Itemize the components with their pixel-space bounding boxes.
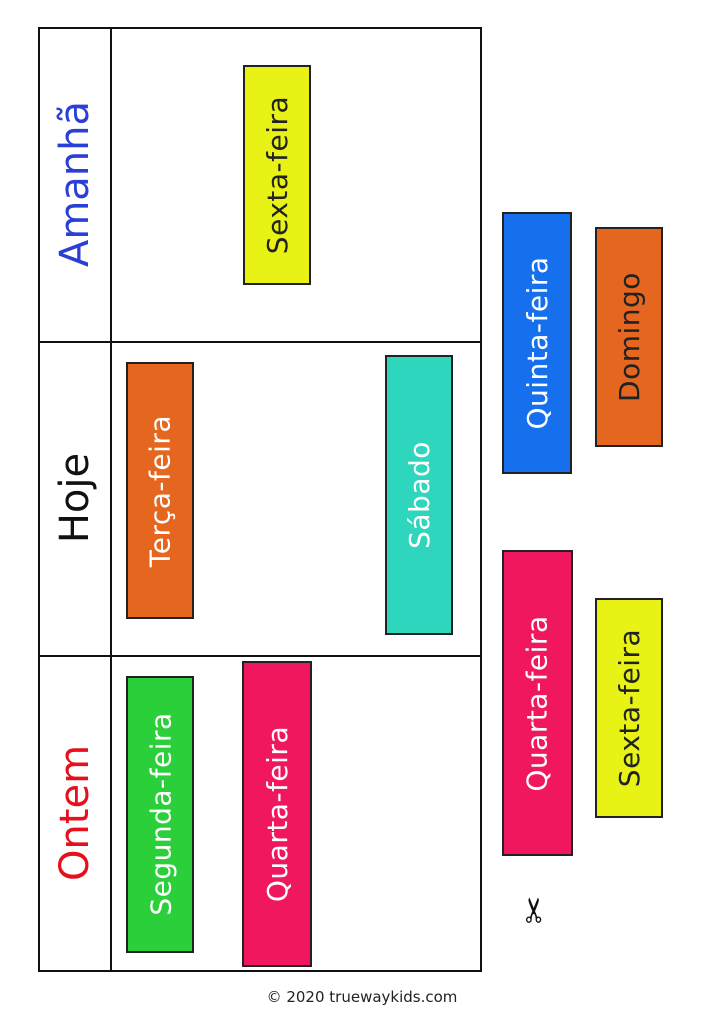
cutout-domingo[interactable] — [595, 227, 663, 447]
copyright-footer: © 2020 truewaykids.com — [266, 988, 458, 1006]
row-divider-2 — [38, 655, 482, 657]
card-sexta-amanha[interactable] — [243, 65, 311, 285]
header-hoje: Hoje — [47, 341, 103, 655]
header-amanha-label: Amanhã — [52, 100, 98, 268]
cutout-sexta[interactable] — [595, 598, 663, 818]
row-divider-1 — [38, 341, 482, 343]
header-hoje-label: Hoje — [52, 452, 98, 544]
card-segunda-ontem-label: Segunda-feira — [144, 712, 177, 916]
cutout-quinta[interactable] — [502, 212, 572, 474]
card-sabado-hoje[interactable] — [385, 355, 453, 635]
cutout-domingo-label: Domingo — [612, 272, 646, 402]
card-quarta-ontem-label: Quarta-feira — [260, 725, 294, 903]
card-sabado-hoje-label: Sábado — [402, 441, 436, 549]
cutout-sexta-label: Sexta-feira — [612, 628, 646, 788]
header-ontem: Ontem — [47, 656, 103, 970]
cutout-quarta[interactable] — [502, 550, 573, 856]
card-terca-hoje[interactable] — [126, 362, 194, 619]
header-column-divider — [110, 27, 112, 972]
cutout-quinta-label: Quinta-feira — [520, 256, 554, 430]
header-ontem-label: Ontem — [52, 744, 98, 882]
card-segunda-ontem[interactable] — [126, 676, 194, 953]
cutout-quarta-label: Quarta-feira — [520, 615, 554, 792]
header-amanha: Amanhã — [47, 27, 103, 341]
week-table — [38, 27, 482, 972]
card-sexta-amanha-label: Sexta-feira — [260, 95, 294, 255]
scissors-icon: ✂ — [515, 895, 555, 925]
card-terca-hoje-label: Terça-feira — [143, 414, 176, 568]
card-quarta-ontem[interactable] — [242, 661, 312, 967]
